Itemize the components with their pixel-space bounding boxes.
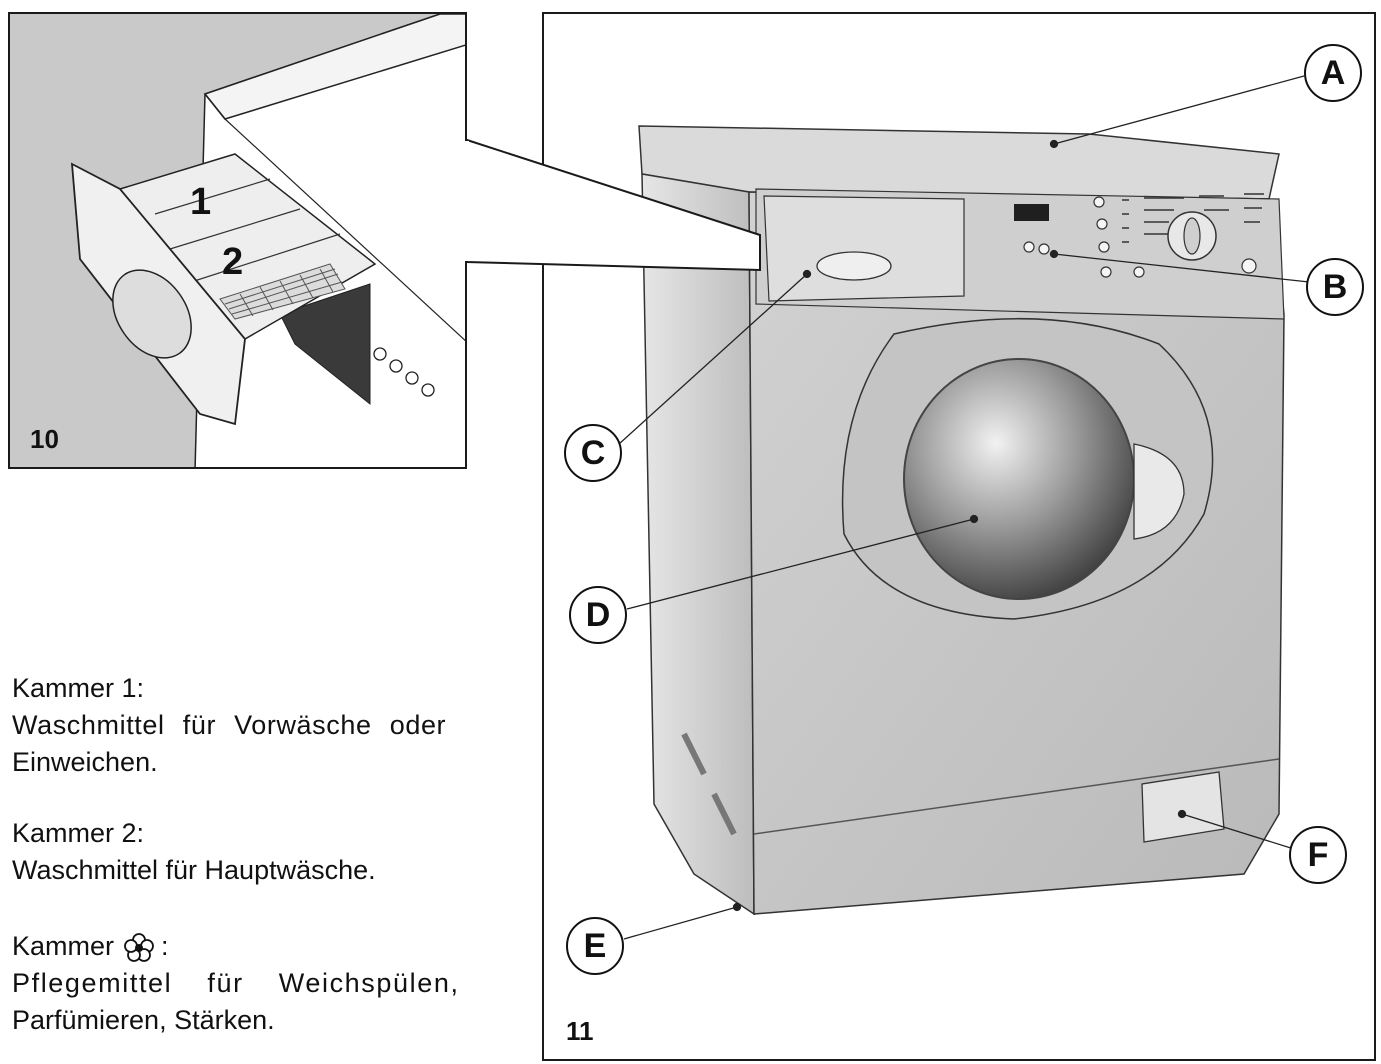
compartment-softener-line-1: Pflegemittel für Weichspülen, — [12, 968, 460, 998]
compartment-1-heading: Kammer 1: — [12, 673, 145, 703]
compartment-label-1: 1 — [190, 181, 211, 223]
figure-10-drawer-detail: 1 2 10 — [8, 12, 467, 469]
compartment-softener-heading: Kammer : — [12, 928, 517, 965]
compartment-2-line-1: Waschmittel für Hauptwäsche. — [12, 855, 376, 885]
callout-f: F — [1289, 826, 1347, 884]
compartment-softener-line-2: Parfümieren, Stärken. — [12, 1005, 275, 1035]
compartment-softener-heading-prefix: Kammer — [12, 931, 115, 961]
callout-b: B — [1306, 258, 1364, 316]
callout-d: D — [569, 586, 627, 644]
washing-machine-illustration — [618, 75, 1310, 940]
compartment-2-heading: Kammer 2: — [12, 818, 145, 848]
figure-11-machine-overview: A B C D E F 11 — [542, 12, 1376, 1061]
callout-e: E — [566, 917, 624, 975]
compartment-2-description: Kammer 2: Waschmittel für Hauptwäsche. — [12, 815, 517, 889]
compartment-softener-description: Kammer : Pflegemittel für Weichspülen, P… — [12, 928, 517, 1039]
figure-number-11: 11 — [566, 1016, 594, 1046]
compartment-label-2: 2 — [222, 241, 243, 283]
callout-a: A — [1304, 44, 1362, 102]
compartment-1-line-1: Waschmittel für Vorwäsche oder — [12, 710, 447, 740]
callout-c: C — [564, 424, 622, 482]
compartment-1-description: Kammer 1: Waschmittel für Vorwäsche oder… — [12, 670, 517, 781]
compartment-1-line-2: Einweichen. — [12, 747, 158, 777]
figure-number-10: 10 — [30, 424, 59, 454]
drawer-illustration: 1 2 — [70, 14, 465, 467]
compartment-softener-heading-suffix: : — [161, 931, 169, 961]
flower-icon — [123, 932, 154, 962]
